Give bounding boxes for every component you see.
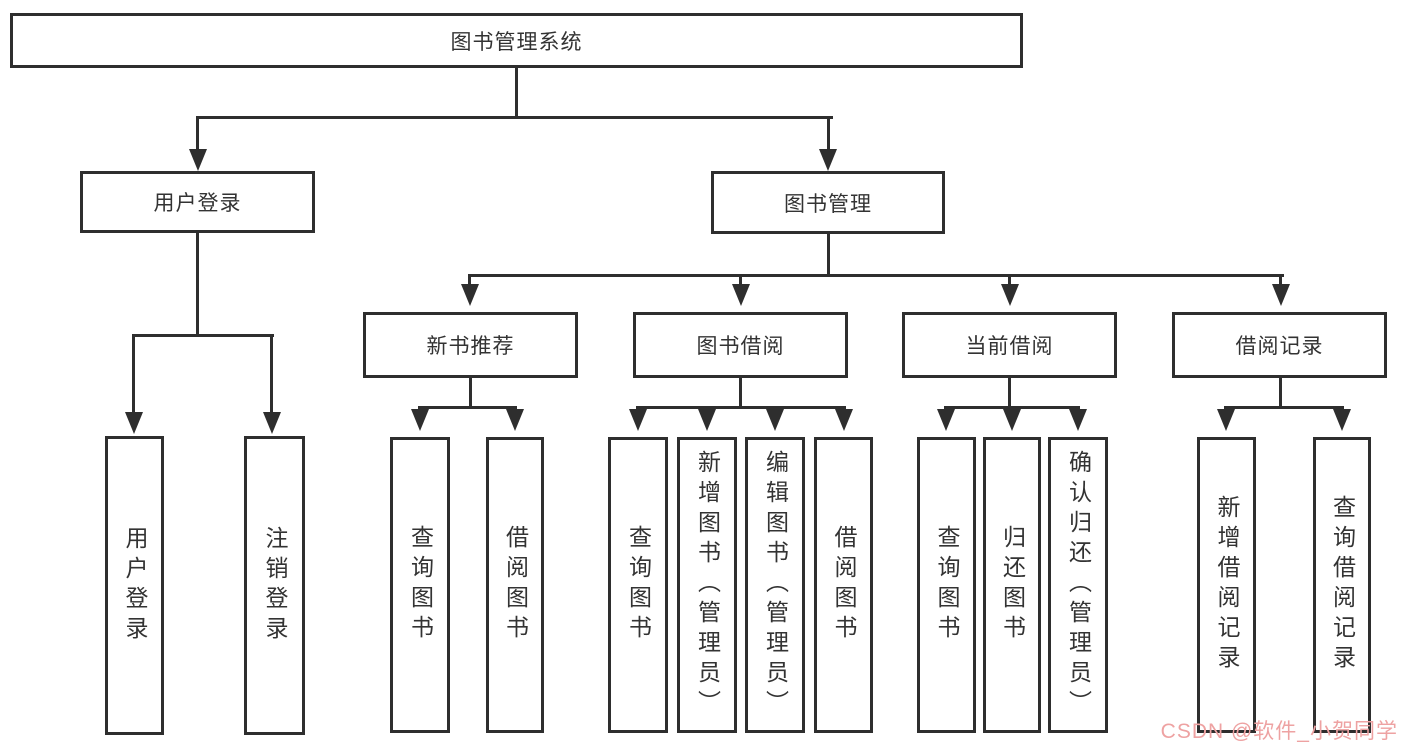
arrow-down-icon [819, 149, 837, 171]
node-label: 查询图书 [407, 525, 434, 645]
node-label: 查询图书 [934, 525, 960, 645]
arrow-down-icon [937, 409, 955, 431]
node-label: 新增借阅记录 [1214, 495, 1240, 675]
arrow-down-icon [1003, 409, 1021, 431]
node-label: 图书管理系统 [450, 30, 583, 54]
arrow-down-icon [1333, 409, 1351, 431]
node-label: 查询借阅记录 [1329, 495, 1356, 675]
edge-mgmt-stem [827, 234, 830, 276]
node-label: 图书管理 [784, 192, 872, 216]
leaf-borrow-query-books: 查询图书 [608, 437, 668, 733]
edge-login-left-shaft [132, 334, 135, 413]
edge-login-hbar [132, 334, 274, 337]
arrow-down-icon [1217, 409, 1235, 431]
node-label: 借阅图书 [831, 525, 857, 645]
edge-mgmt-hbar [468, 274, 1284, 277]
edge-root-hbar [196, 116, 833, 119]
node-label: 查询图书 [625, 525, 652, 645]
node-book-management: 图书管理 [711, 171, 945, 234]
leaf-current-return-books: 归还图书 [983, 437, 1041, 733]
arrow-down-icon [506, 409, 524, 431]
edge-section3-hbar [1224, 406, 1344, 409]
edge-section-shaft [468, 274, 471, 286]
edge-section0-stem [469, 378, 472, 408]
arrow-down-icon [835, 409, 853, 431]
leaf-borrow-add-books-admin: 新增图书（管理员） [677, 437, 737, 733]
leaf-borrow-edit-books-admin: 编辑图书（管理员） [745, 437, 805, 733]
arrow-down-icon [461, 284, 479, 306]
arrow-down-icon [125, 412, 143, 434]
edge-root-stem [515, 68, 518, 119]
edge-section1-hbar [636, 406, 846, 409]
edge-section2-stem [1008, 378, 1011, 408]
node-label: 编辑图书（管理员） [762, 450, 789, 720]
node-label: 新书推荐 [426, 335, 515, 358]
arrow-down-icon [1272, 284, 1290, 306]
node-section-borrow-records: 借阅记录 [1172, 312, 1387, 378]
edge-book-mgmt-shaft [827, 116, 830, 152]
node-label: 用户登录 [153, 192, 242, 215]
node-label: 用户登录 [122, 525, 148, 646]
node-label: 借阅图书 [502, 525, 529, 645]
edge-login-stem [196, 233, 199, 336]
arrow-down-icon [732, 284, 750, 306]
arrow-down-icon [698, 409, 716, 431]
node-label: 新增图书（管理员） [694, 450, 721, 720]
leaf-user-login: 用户登录 [105, 436, 164, 735]
leaf-records-query-record: 查询借阅记录 [1313, 437, 1371, 733]
arrow-down-icon [766, 409, 784, 431]
node-label: 注销登录 [262, 525, 288, 646]
node-label: 归还图书 [999, 525, 1026, 645]
node-section-current-borrow: 当前借阅 [902, 312, 1117, 378]
leaf-current-confirm-return-admin: 确认归还（管理员） [1048, 437, 1108, 733]
node-user-login: 用户登录 [80, 171, 315, 233]
leaf-logout: 注销登录 [244, 436, 305, 735]
leaf-current-query-books: 查询图书 [917, 437, 976, 733]
node-section-new-book-recommend: 新书推荐 [363, 312, 578, 378]
edge-user-login-shaft [196, 116, 199, 152]
edge-section-shaft [1008, 274, 1011, 286]
arrow-down-icon [189, 149, 207, 171]
edge-login-right-shaft [270, 334, 273, 413]
edge-section0-hbar [418, 406, 517, 409]
leaf-recommend-borrow-books: 借阅图书 [486, 437, 544, 733]
edge-section2-hbar [944, 406, 1080, 409]
node-label: 图书借阅 [696, 335, 785, 358]
leaf-records-add-record: 新增借阅记录 [1197, 437, 1256, 733]
edge-section-shaft [1279, 274, 1282, 286]
node-label: 确认归还（管理员） [1065, 450, 1092, 720]
node-label: 借阅记录 [1235, 335, 1324, 358]
node-library-system: 图书管理系统 [10, 13, 1023, 68]
leaf-recommend-query-books: 查询图书 [390, 437, 450, 733]
node-label: 当前借阅 [965, 335, 1054, 358]
node-section-book-borrow: 图书借阅 [633, 312, 848, 378]
arrow-down-icon [1069, 409, 1087, 431]
arrow-down-icon [263, 412, 281, 434]
watermark: CSDN @软件_小贺同学 [1160, 720, 1398, 743]
leaf-borrow-borrow-books: 借阅图书 [814, 437, 873, 733]
arrow-down-icon [1001, 284, 1019, 306]
edge-section3-stem [1279, 378, 1282, 408]
arrow-down-icon [629, 409, 647, 431]
edge-section1-stem [739, 378, 742, 408]
arrow-down-icon [411, 409, 429, 431]
edge-section-shaft [739, 274, 742, 286]
